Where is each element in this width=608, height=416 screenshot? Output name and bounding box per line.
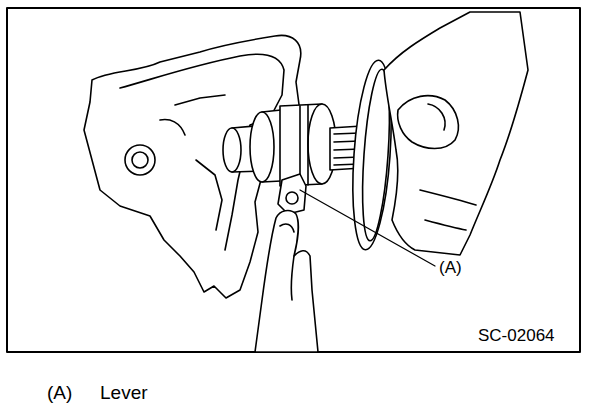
mount-hole xyxy=(125,145,155,175)
shaft-end xyxy=(223,128,241,172)
leader-line xyxy=(300,190,435,266)
lever xyxy=(278,174,306,214)
lever-hole xyxy=(286,192,298,204)
mount-hole-inner xyxy=(132,152,148,168)
caption-callout: (A) xyxy=(47,383,72,404)
callout-label: (A) xyxy=(439,259,462,278)
figure-code: SC-02064 xyxy=(478,327,555,346)
collar-face xyxy=(250,112,274,182)
right-hand xyxy=(384,12,528,255)
right-thumb xyxy=(398,96,459,149)
drum-groove xyxy=(300,105,308,186)
housing-flange xyxy=(120,54,284,250)
figure-frame xyxy=(7,8,580,352)
caption-text: Lever xyxy=(100,383,148,404)
finger-tip xyxy=(280,224,294,300)
left-hand xyxy=(255,211,318,352)
thumbnail xyxy=(428,104,445,130)
finger-lines xyxy=(420,190,476,230)
housing-edge xyxy=(160,95,225,230)
